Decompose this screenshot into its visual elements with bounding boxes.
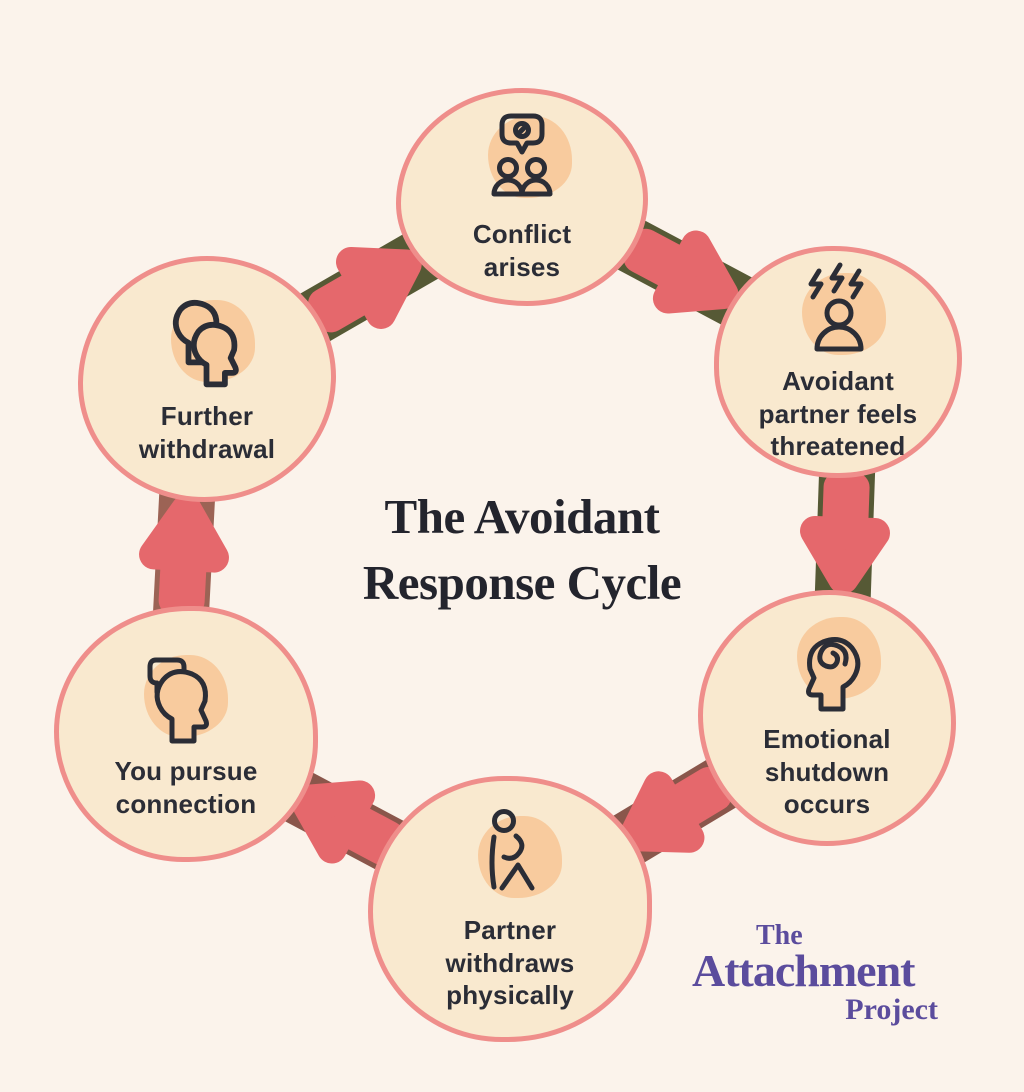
cycle-node-partner-feels-threatened: Avoidant partner feels threatened [714, 246, 962, 478]
title-line-2: Response Cycle [362, 554, 682, 610]
head-profile-speech-bubble-icon [147, 657, 209, 744]
node-icon-wrap [460, 806, 562, 906]
cycle-node-you-pursue-connection: You pursue connection [54, 606, 318, 862]
node-label: Emotional shutdown occurs [763, 723, 891, 820]
page-title: The Avoidant Response Cycle [310, 484, 734, 615]
node-label: You pursue connection [114, 756, 258, 819]
arrow-icon [308, 247, 422, 333]
arrow-icon [289, 780, 405, 866]
attachment-project-logo: The Attachment Project [692, 920, 964, 1027]
node-label: Avoidant partner feels threatened [758, 365, 918, 462]
hunched-person-icon [489, 808, 535, 891]
logo-word-project: Project [845, 993, 938, 1026]
node-icon-wrap [788, 261, 888, 357]
title-line-1: The Avoidant [384, 489, 660, 544]
person-lightning-bolts-icon [808, 262, 864, 352]
node-icon-wrap [472, 110, 572, 210]
arrow-icon [139, 494, 229, 617]
cycle-node-partner-withdraws: Partner withdraws physically [368, 776, 652, 1042]
logo-word-the: The [756, 920, 803, 951]
logo-word-attachment: Attachment [692, 945, 916, 996]
arrow-icon [623, 228, 739, 314]
node-icon-wrap [777, 615, 881, 715]
speech-bubble-no-symbol-two-people-icon [491, 113, 553, 197]
node-icon-wrap [157, 292, 257, 392]
cycle-node-emotional-shutdown: Emotional shutdown occurs [698, 590, 956, 846]
node-icon-wrap [136, 647, 236, 747]
head-profile-spiral-icon [806, 636, 861, 712]
cycle-node-further-withdrawal: Further withdrawal [78, 256, 336, 502]
cycle-node-conflict-arises: Conflict arises [396, 88, 648, 306]
arrow-icon [618, 766, 732, 853]
node-label: Further withdrawal [138, 401, 276, 464]
two-head-profiles-icon [172, 300, 239, 388]
arrow-icon [800, 471, 890, 594]
node-label: Conflict arises [472, 219, 572, 282]
node-label: Partner withdraws physically [445, 914, 575, 1011]
